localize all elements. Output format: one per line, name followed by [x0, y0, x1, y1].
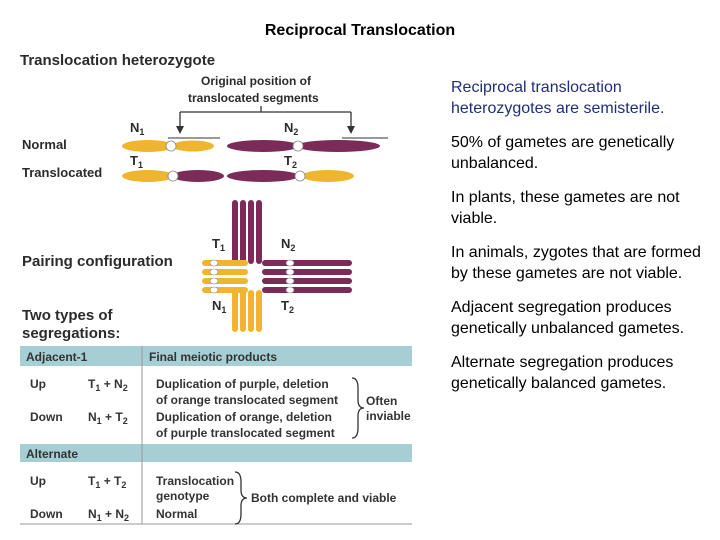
alt-up-desc-2: genotype	[156, 489, 210, 503]
alt-down-desc: Normal	[156, 507, 197, 521]
adj-down-label: Down	[30, 410, 63, 424]
heading-heterozygote: Translocation heterozygote	[20, 52, 215, 69]
bullet-4: In animals, zygotes that are formed by t…	[451, 244, 701, 282]
bullet-1: Reciprocal translocation heterozygotes a…	[451, 79, 665, 117]
pair-label-t2: T2	[281, 298, 294, 315]
bullet-3: In plants, these gametes are not viable.	[451, 189, 680, 227]
adj-down-desc-1: Duplication of orange, deletion	[156, 410, 332, 424]
header-final: Final meiotic products	[149, 350, 277, 364]
chromosome-n2	[227, 140, 380, 152]
alt-down-label: Down	[30, 507, 63, 521]
chromosome-t2	[227, 170, 354, 182]
label-n2: N2	[284, 120, 298, 137]
label-t1: T1	[130, 153, 143, 170]
original-position-label-1: Original position of	[201, 74, 312, 88]
pair-label-n2: N2	[281, 236, 295, 253]
often-inviable-1: Often	[366, 394, 397, 408]
segregation-table: Adjacent-1 Final meiotic products Up T1 …	[20, 346, 412, 525]
header-alternate: Alternate	[26, 447, 78, 461]
label-translocated: Translocated	[22, 165, 102, 180]
pair-label-t1: T1	[212, 236, 225, 253]
arrow-down-icon	[347, 126, 355, 134]
pairing-cross	[202, 200, 352, 332]
brace-viable	[234, 471, 248, 525]
adj-up-desc-2: of orange translocated segment	[156, 393, 338, 407]
heading-two-types-2: segregations:	[22, 325, 120, 342]
pair-label-n1: N1	[212, 298, 226, 315]
alt-up-desc-1: Translocation	[156, 474, 234, 488]
chromosome-n1	[122, 140, 214, 152]
original-position-label-2: translocated segments	[188, 91, 319, 105]
chromosome-t1	[122, 170, 224, 182]
bullet-6: Alternate segregation produces genetical…	[451, 354, 674, 392]
brace-inviable	[351, 377, 365, 439]
adj-down-products: N1 + T2	[88, 410, 128, 426]
label-n1: N1	[130, 120, 144, 137]
both-viable: Both complete and viable	[251, 491, 397, 505]
label-normal: Normal	[22, 137, 67, 152]
alt-up-products: T1 + T2	[88, 474, 126, 490]
table-header-adjacent	[20, 346, 412, 366]
adj-up-label: Up	[30, 377, 46, 391]
adj-up-desc-1: Duplication of purple, deletion	[156, 377, 329, 391]
label-t2: T2	[284, 153, 297, 170]
position-bracket	[179, 106, 352, 128]
slide-title: Reciprocal Translocation	[264, 22, 456, 39]
heading-pairing: Pairing configuration	[22, 253, 173, 270]
table-header-alternate	[20, 444, 412, 462]
bullet-5: Adjacent segregation produces geneticall…	[451, 299, 685, 337]
header-adjacent: Adjacent-1	[26, 350, 88, 364]
often-inviable-2: inviable	[366, 409, 411, 423]
bullet-list: Reciprocal translocation heterozygotes a…	[451, 77, 711, 407]
bullet-2: 50% of gametes are genetically unbalance…	[451, 134, 675, 172]
heading-two-types-1: Two types of	[22, 307, 114, 324]
arrow-down-icon	[176, 126, 184, 134]
adj-down-desc-2: of purple translocated segment	[156, 426, 335, 440]
adj-up-products: T1 + N2	[88, 377, 128, 393]
alt-down-products: N1 + N2	[88, 507, 129, 523]
alt-up-label: Up	[30, 474, 46, 488]
translocation-diagram: Translocation heterozygote Original posi…	[20, 52, 412, 525]
